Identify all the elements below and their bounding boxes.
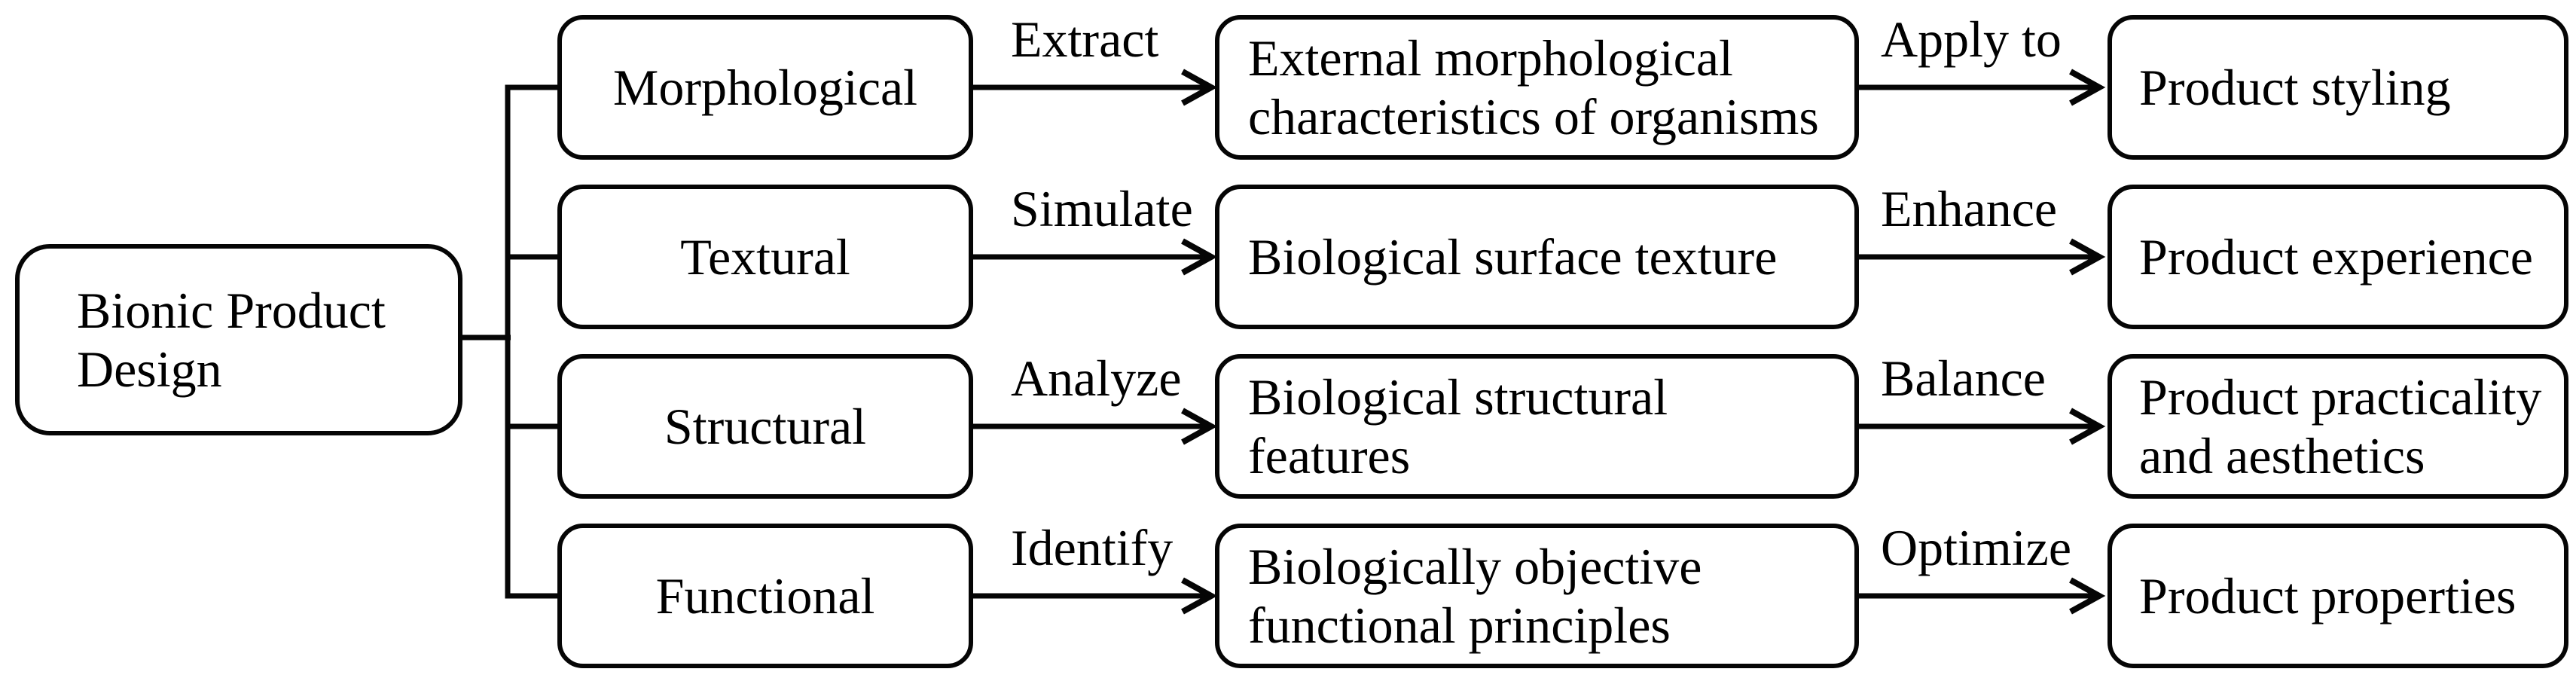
arrow-identify [973, 577, 1218, 615]
arrow-label-analyze: Analyze [1011, 350, 1182, 407]
arrow-optimize [1859, 577, 2106, 615]
node-root-label: Bionic Product Design [77, 282, 386, 398]
node-product-properties: Product properties [2107, 524, 2568, 668]
node-product-experience: Product experience [2107, 185, 2568, 329]
node-root: Bionic Product Design [15, 244, 462, 435]
arrowhead [1181, 69, 1218, 106]
node-textural-description: Biological surface texture [1215, 185, 1859, 329]
arrowhead [1181, 238, 1218, 276]
node-product-styling: Product styling [2107, 15, 2568, 160]
node-product-properties-label: Product properties [2139, 567, 2516, 625]
node-morphological-description-label: External morphological characteristics o… [1248, 29, 1819, 145]
node-structural-label: Structural [664, 398, 867, 455]
node-product-experience-label: Product experience [2139, 228, 2533, 286]
node-functional-label: Functional [655, 567, 875, 625]
node-product-practicality: Product practicality and aesthetics [2107, 354, 2568, 499]
node-product-styling-label: Product styling [2139, 59, 2451, 116]
node-textural: Textural [557, 185, 973, 329]
arrowhead [2069, 577, 2106, 615]
arrowhead [2069, 408, 2106, 445]
arrow-label-optimize: Optimize [1881, 519, 2072, 576]
node-structural-description: Biological structural features [1215, 354, 1859, 499]
arrow-label-balance: Balance [1881, 350, 2046, 407]
arrow-label-apply-to: Apply to [1881, 11, 2062, 68]
arrow-analyze [973, 408, 1218, 445]
arrowhead [1181, 577, 1218, 615]
arrow-label-simulate: Simulate [1011, 180, 1193, 237]
node-structural: Structural [557, 354, 973, 499]
node-morphological-label: Morphological [612, 59, 918, 116]
node-morphological-description: External morphological characteristics o… [1215, 15, 1859, 160]
node-functional-description-label: Biologically objective functional princi… [1248, 538, 1702, 654]
arrow-label-extract: Extract [1011, 11, 1159, 68]
arrow-label-enhance: Enhance [1881, 180, 2058, 237]
arrowhead [2069, 69, 2106, 106]
node-functional: Functional [557, 524, 973, 668]
arrowhead [2069, 238, 2106, 276]
node-morphological: Morphological [557, 15, 973, 160]
node-textural-description-label: Biological surface texture [1248, 228, 1778, 286]
arrowhead [1181, 408, 1218, 445]
arrow-extract [973, 69, 1218, 106]
arrow-label-identify: Identify [1011, 519, 1174, 576]
node-structural-description-label: Biological structural features [1248, 368, 1668, 484]
arrow-simulate [973, 238, 1218, 276]
arrow-apply-to [1859, 69, 2106, 106]
node-textural-label: Textural [680, 228, 850, 286]
arrow-balance [1859, 408, 2106, 445]
node-functional-description: Biologically objective functional princi… [1215, 524, 1859, 668]
node-product-practicality-label: Product practicality and aesthetics [2139, 368, 2542, 484]
arrow-enhance [1859, 238, 2106, 276]
